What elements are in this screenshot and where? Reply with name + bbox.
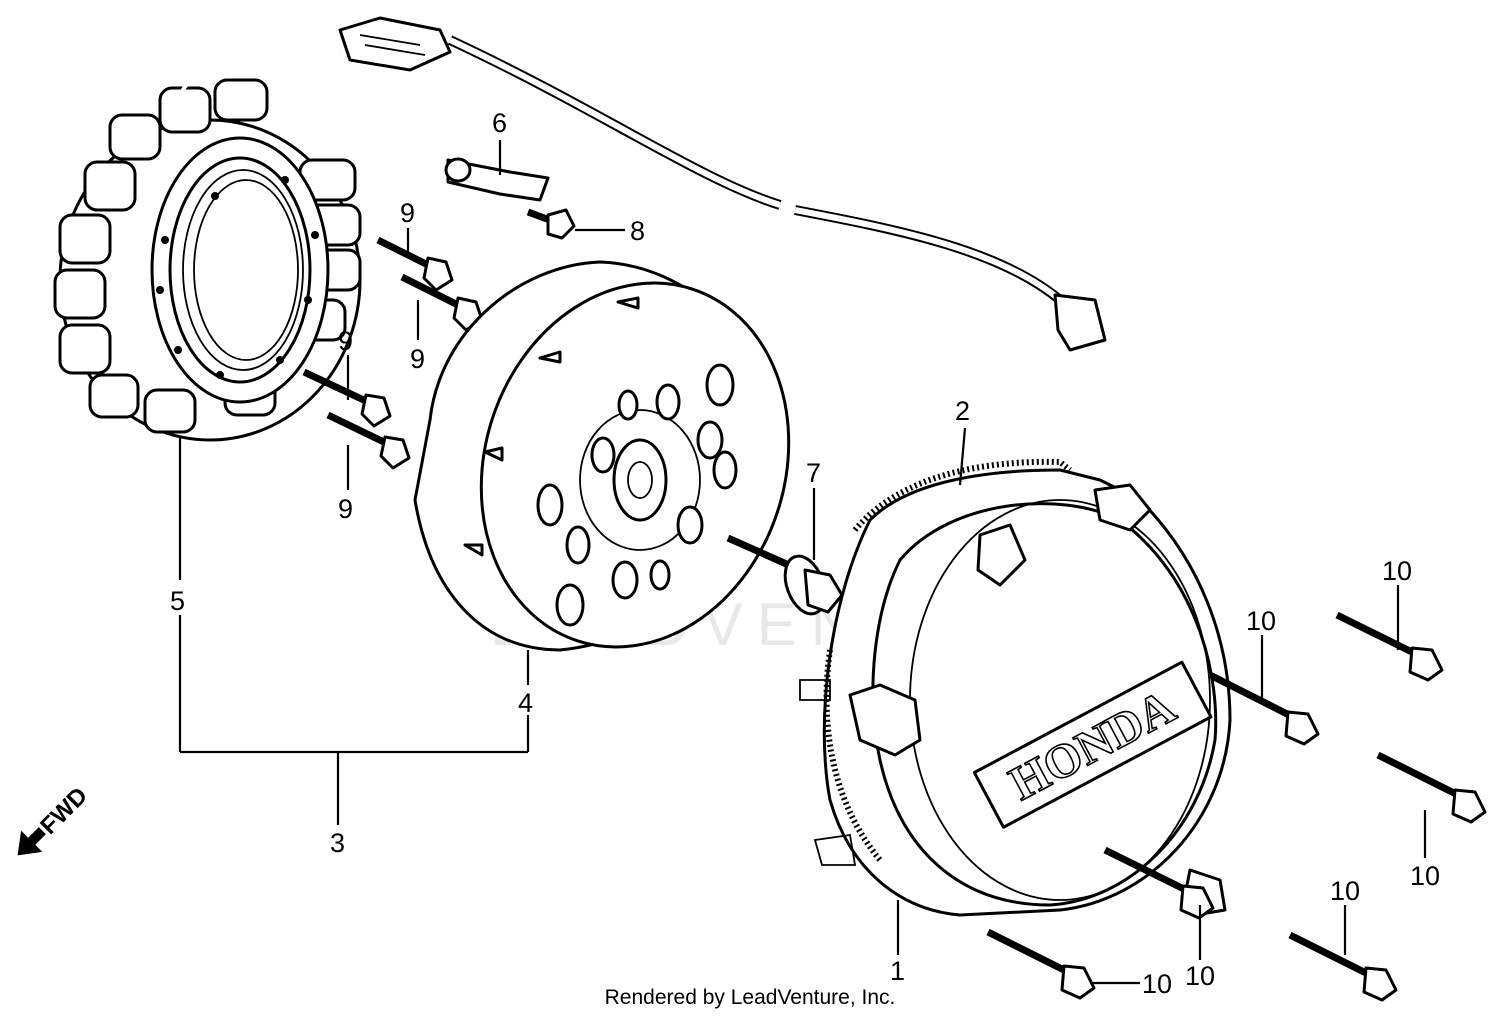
render-credit: Rendered by LeadVenture, Inc. [604,986,896,1009]
bolt-10-c[interactable] [1376,751,1487,824]
bolt-10-f[interactable] [1288,931,1398,1002]
callout-9-b: 9 [410,344,425,374]
callout-5: 5 [170,586,185,616]
callout-10-f: 10 [1330,876,1360,906]
fwd-label: FWD [35,782,93,840]
bolt-10-b[interactable] [1208,671,1320,746]
callout-4: 4 [518,688,533,718]
bolt-9-d[interactable] [326,411,411,470]
flywheel-bolt[interactable] [726,534,844,619]
callout-10-c: 10 [1410,861,1440,891]
callout-10-d: 10 [1185,961,1215,991]
callout-9-a: 9 [400,198,415,228]
grommet-part[interactable] [444,157,550,202]
callout-2: 2 [955,396,970,426]
leader-lines [178,140,1427,985]
callout-10-e: 10 [1142,969,1172,999]
callout-3: 3 [330,828,345,858]
bolt-10-d[interactable] [1103,846,1215,920]
cover-gasket[interactable] [799,458,1072,866]
callout-10-a: 10 [1382,556,1412,586]
callout-10-b: 10 [1246,606,1276,636]
left-crankcase-cover[interactable]: HONDA [822,468,1232,917]
flywheel-part[interactable] [413,243,835,688]
bolt-9-c[interactable] [302,368,392,428]
callout-8: 8 [630,216,645,246]
callout-9-c: 9 [338,326,353,356]
bolt-9-a[interactable] [376,236,454,292]
callout-6: 6 [492,108,507,138]
callout-9-d: 9 [338,494,353,524]
bolt-10-a[interactable] [1335,611,1444,682]
stator-part[interactable] [53,78,362,442]
callout-7: 7 [806,458,821,488]
fwd-arrow-icon: FWD [17,782,93,856]
bolt-10-e[interactable] [986,928,1096,1000]
callout-1: 1 [890,956,905,986]
bolt-8[interactable] [526,208,576,240]
wire-harness[interactable] [178,16,1107,352]
